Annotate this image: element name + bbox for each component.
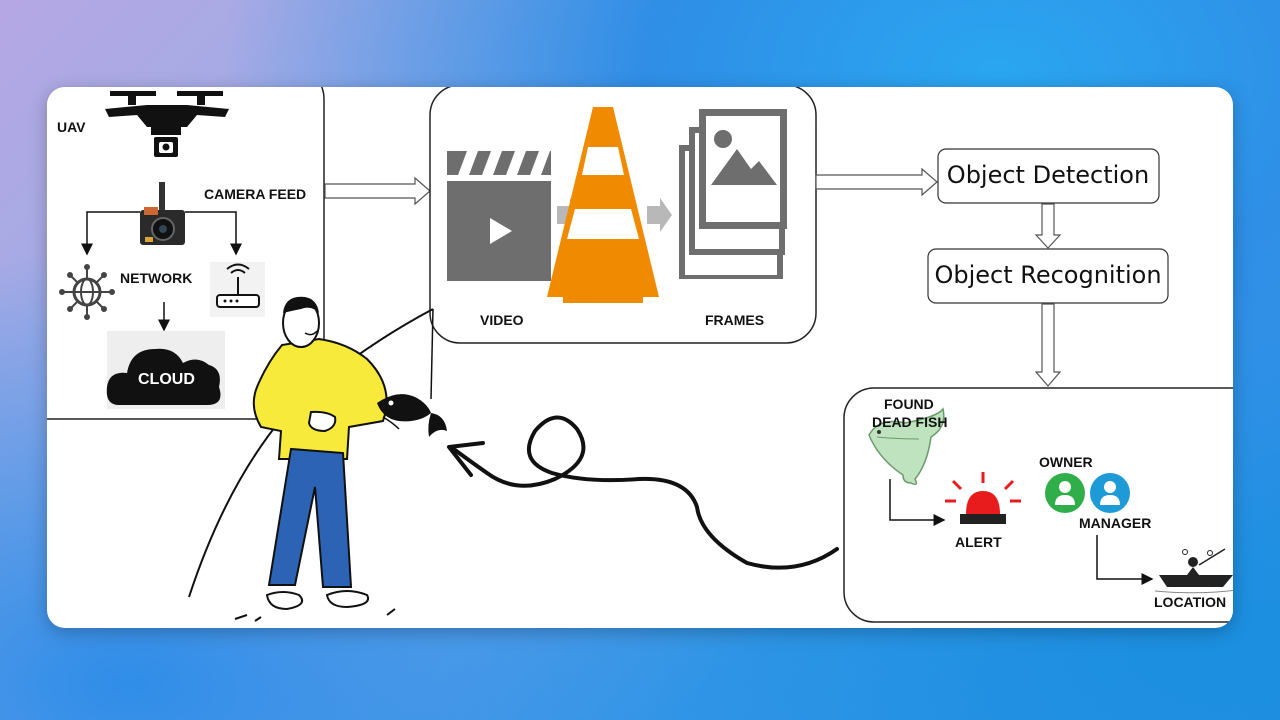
frames-to-detection-arrow bbox=[815, 167, 938, 197]
feedback-curly-arrow bbox=[447, 415, 839, 570]
camera-feed-label: CAMERA FEED bbox=[204, 186, 306, 202]
pipeline-diagram: UAV CAMERA FEED NETWORK bbox=[47, 87, 1233, 623]
fisherman-illustration bbox=[188, 296, 447, 622]
owner-avatar-icon bbox=[1045, 473, 1085, 513]
frames-stack-icon bbox=[679, 109, 787, 279]
network-globe-icon bbox=[59, 264, 115, 320]
camera-module-icon bbox=[140, 182, 185, 245]
boat-location-icon bbox=[1154, 548, 1233, 594]
manager-avatar-icon bbox=[1090, 473, 1130, 513]
owner-label: OWNER bbox=[1039, 454, 1093, 470]
detection-to-recognition-arrow bbox=[1034, 203, 1062, 249]
object-recognition-box bbox=[927, 248, 1169, 304]
dead-fish-icon bbox=[868, 407, 945, 486]
video-label: VIDEO bbox=[480, 312, 524, 328]
frames-label: FRAMES bbox=[705, 312, 764, 328]
drone-icon bbox=[105, 91, 229, 157]
object-detection-box bbox=[937, 148, 1160, 204]
alert-label: ALERT bbox=[955, 534, 1002, 550]
cloud-label: CLOUD bbox=[138, 371, 195, 388]
location-label: LOCATION bbox=[1154, 594, 1226, 610]
feed-to-processing-arrow bbox=[324, 176, 431, 206]
cloud-icon bbox=[106, 331, 225, 409]
vlc-cone-icon bbox=[547, 107, 659, 303]
video-clapper-icon bbox=[447, 151, 551, 281]
uav-label: UAV bbox=[57, 119, 86, 135]
output-panel bbox=[843, 387, 1233, 623]
object-recognition-label: Object Recognition bbox=[934, 261, 1161, 289]
dead-fish-label: DEAD FISH bbox=[872, 414, 947, 430]
recognition-to-output-arrow bbox=[1034, 303, 1062, 387]
camera-split-arrows bbox=[81, 211, 242, 256]
fish-to-alert-arrow bbox=[889, 479, 946, 526]
network-label: NETWORK bbox=[120, 270, 192, 286]
manager-label: MANAGER bbox=[1079, 515, 1151, 531]
alert-siren-icon bbox=[945, 472, 1021, 524]
diagram-card: UAV CAMERA FEED NETWORK bbox=[47, 87, 1233, 628]
manager-to-location-arrow bbox=[1096, 535, 1154, 585]
router-icon bbox=[210, 262, 265, 317]
found-label: FOUND bbox=[884, 396, 934, 412]
object-detection-label: Object Detection bbox=[947, 161, 1149, 189]
vlc-to-frames-arrow bbox=[647, 198, 672, 232]
